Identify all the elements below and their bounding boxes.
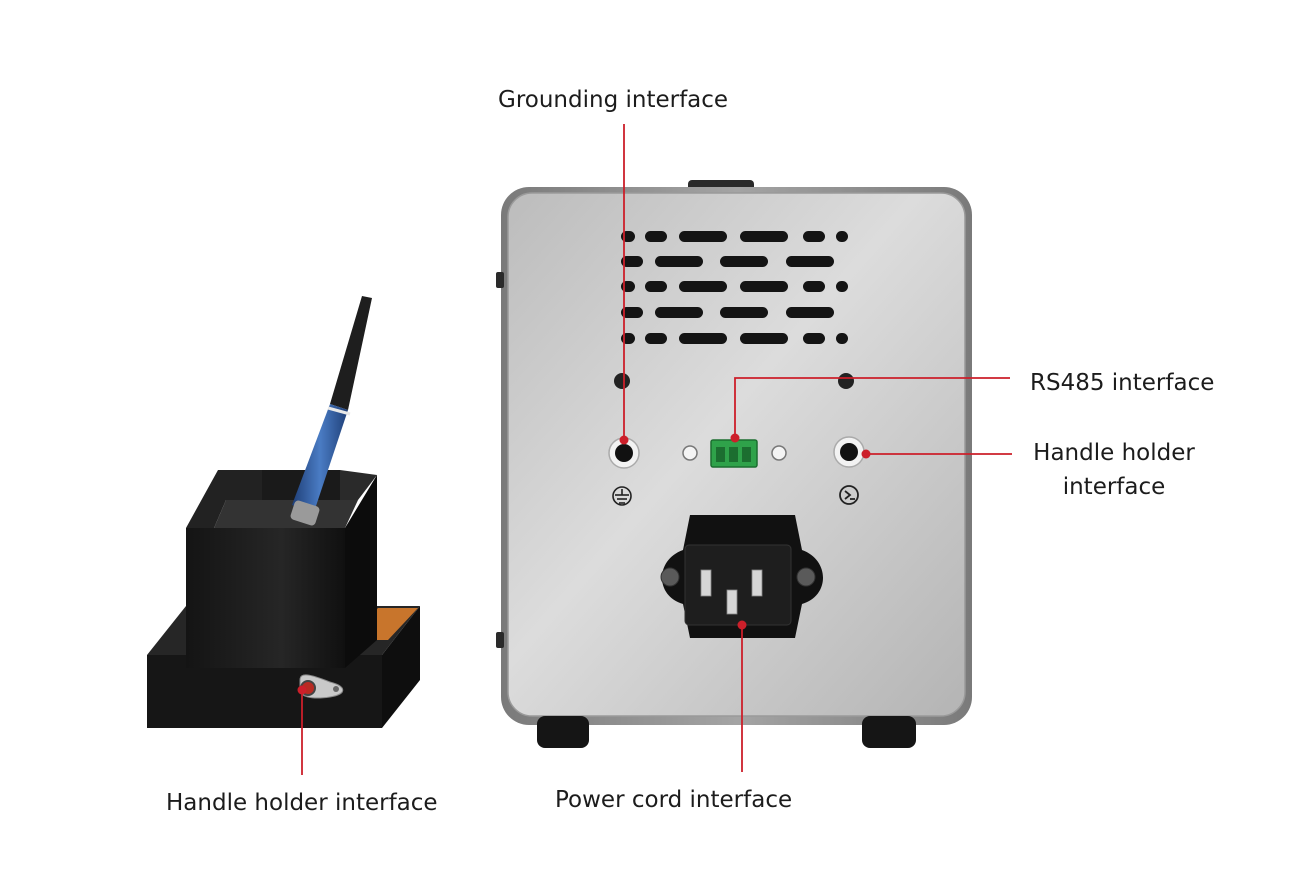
label-power-cord-interface: Power cord interface (555, 787, 793, 813)
rs485-terminal-pins (716, 447, 751, 462)
callout-dot-handle-holder-left (297, 685, 307, 695)
rs485-screw-right (771, 445, 787, 461)
label-grounding-interface: Grounding interface (498, 87, 729, 113)
callout-dot-grounding (619, 435, 629, 445)
side-bump-bottom (496, 632, 504, 648)
ground-symbol-icon (612, 486, 632, 506)
rs485-screw-left (682, 445, 698, 461)
foot-right (862, 716, 916, 748)
power-inlet-screw-right (796, 567, 816, 587)
power-inlet-screw-left (660, 567, 680, 587)
label-rs485-interface: RS485 interface (1030, 370, 1215, 396)
side-bump-top (496, 272, 504, 288)
handle-metal-end (290, 500, 320, 526)
handle-holder-jack-hole (840, 443, 858, 461)
power-inlet-pins (700, 569, 763, 615)
callout-dots (297, 433, 871, 695)
grounding-jack-hole (615, 444, 633, 462)
handle-holder-symbol-icon (839, 485, 859, 505)
panel-screw-right (838, 373, 854, 389)
holder-cradle-inner (214, 500, 358, 528)
label-handle-holder-interface-left: Handle holder interface (166, 790, 438, 816)
callout-lines (301, 124, 1012, 775)
handle-holder-stand (147, 296, 420, 728)
callout-dot-rs485 (730, 433, 740, 443)
handle-ring (327, 406, 351, 416)
label-handle-holder-interface-right: Handle holder interface (1018, 436, 1210, 504)
handle-tip (330, 296, 372, 410)
label-handle-holder-line2: interface (1062, 474, 1166, 500)
callout-dot-power (737, 620, 747, 630)
label-handle-holder-line1: Handle holder (1033, 440, 1195, 466)
holder-base-tray (147, 655, 382, 728)
holder-base-right-side (382, 606, 420, 728)
panel-screw-left (614, 373, 630, 389)
holder-upright-side (345, 475, 377, 668)
holder-upright-top-right (340, 470, 377, 500)
callout-dot-handle-holder-right (861, 449, 871, 459)
handle-grip (292, 404, 348, 512)
holder-upright-front (186, 528, 345, 668)
station-rear (496, 180, 972, 748)
callout-line-rs485 (734, 377, 1010, 438)
vent-slots (621, 231, 848, 344)
foot-left (537, 716, 589, 748)
holder-socket-screw (333, 686, 339, 692)
holder-upright-top-left (186, 470, 262, 528)
